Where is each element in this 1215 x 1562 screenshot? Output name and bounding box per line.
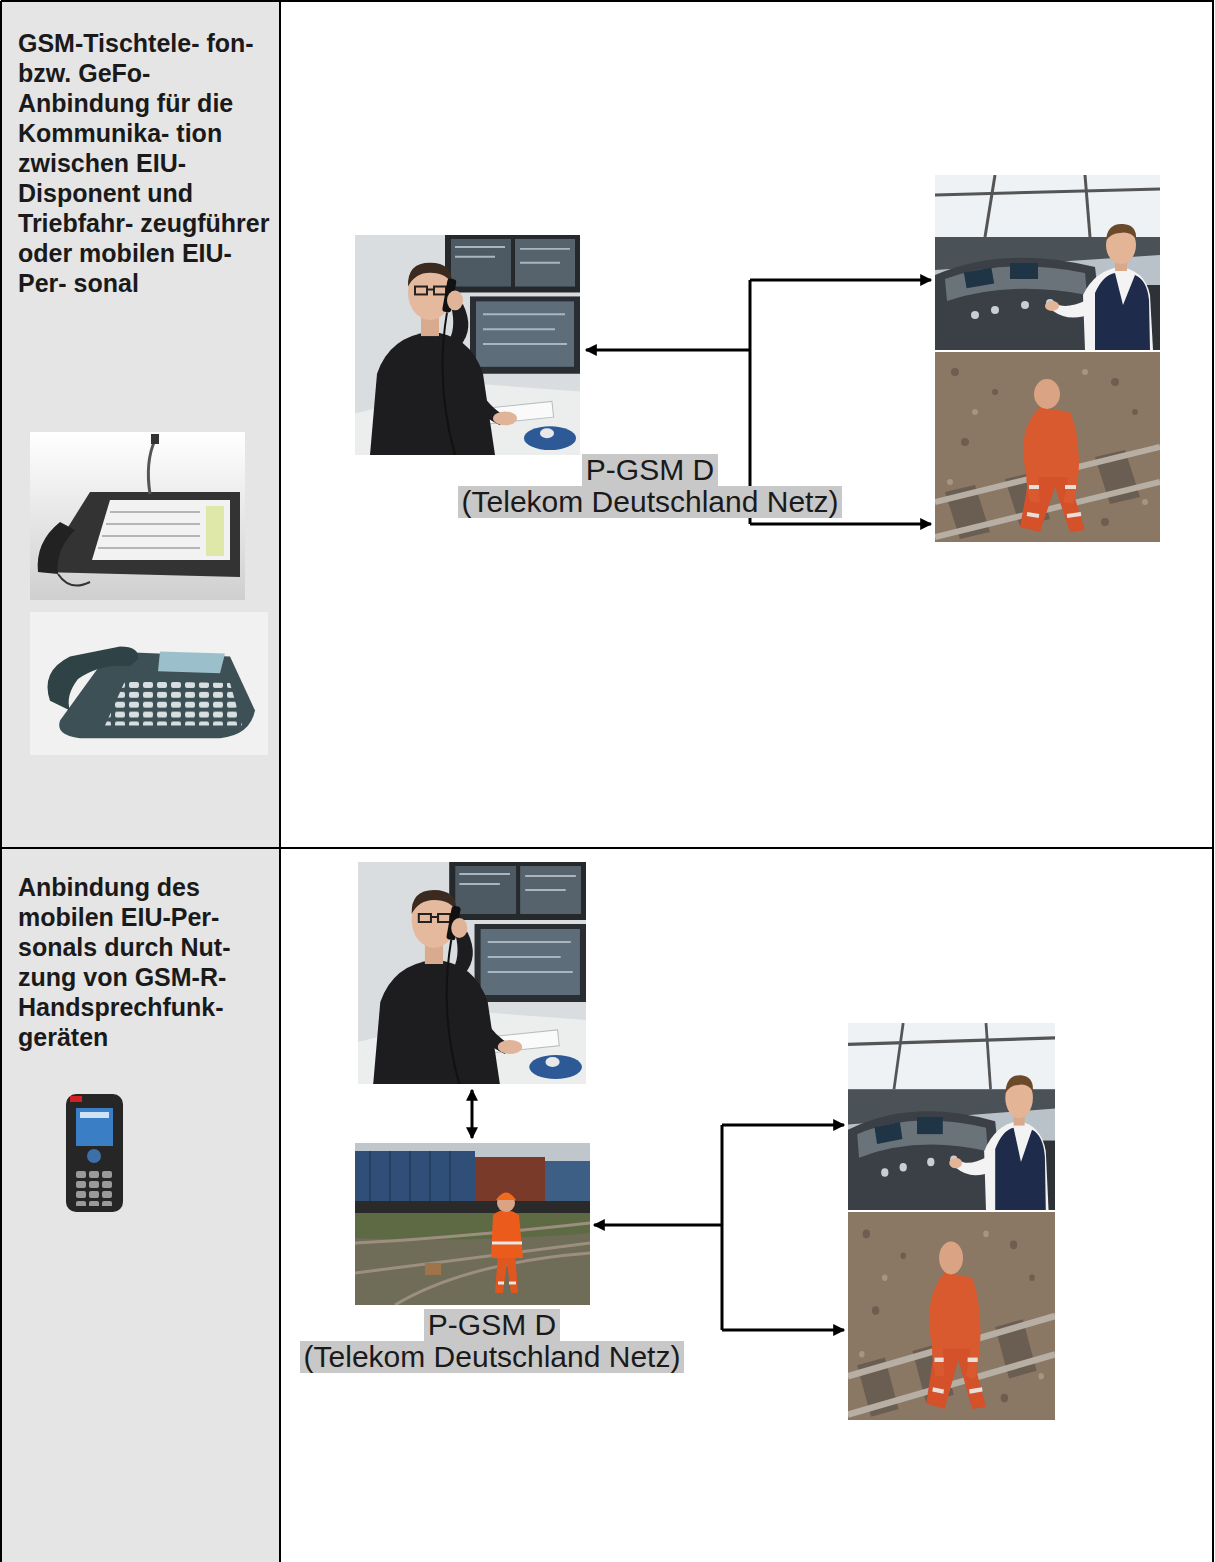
arrow (750, 523, 931, 526)
cell-text-box: Anbindung des mobilen EIU-Per- sonals du… (18, 872, 274, 1052)
dispatcher-photo (355, 235, 580, 455)
cloud-shape (285, 76, 1213, 816)
track-worker-photo (848, 1212, 1055, 1420)
network-name: P-GSM D (424, 1309, 560, 1341)
network-name: P-GSM D (582, 454, 718, 486)
grey-column (0, 0, 280, 1562)
row-description: Anbindung des mobilen EIU-Per- sonals du… (18, 872, 274, 1052)
arrows (472, 280, 931, 1330)
arrow (586, 349, 750, 352)
arrow (594, 1224, 722, 1227)
yard-worker-photo (355, 1143, 590, 1305)
row-description: GSM-Tischtele- fon- bzw. GeFo- Anbindung… (18, 28, 274, 298)
cloud-shape (285, 878, 1213, 1562)
cloud-network: P-GSM D(Telekom Deutschland Netz) (285, 76, 1213, 816)
handheld-radio-photo (66, 1094, 123, 1212)
network-label: P-GSM D(Telekom Deutschland Netz) (300, 1309, 685, 1373)
cell-text-box: GSM-Tischtele- fon- bzw. GeFo- Anbindung… (18, 28, 274, 298)
cloud-network: P-GSM D(Telekom Deutschland Netz) (285, 878, 1213, 1562)
train-driver-photo (935, 175, 1160, 350)
network-label: P-GSM D(Telekom Deutschland Netz) (458, 454, 843, 518)
network-operator: (Telekom Deutschland Netz) (458, 486, 843, 518)
dispatcher-console-photo (30, 432, 245, 600)
arrow (722, 1124, 844, 1127)
arrow-stem (721, 1125, 724, 1330)
network-operator: (Telekom Deutschland Netz) (300, 1341, 685, 1373)
double-arrow (471, 1090, 474, 1138)
track-worker-photo (935, 352, 1160, 542)
desk-phone-photo (30, 612, 268, 755)
dispatcher-photo (358, 862, 586, 1084)
arrow (722, 1329, 844, 1332)
arrow (750, 279, 931, 282)
train-driver-photo (848, 1023, 1055, 1210)
